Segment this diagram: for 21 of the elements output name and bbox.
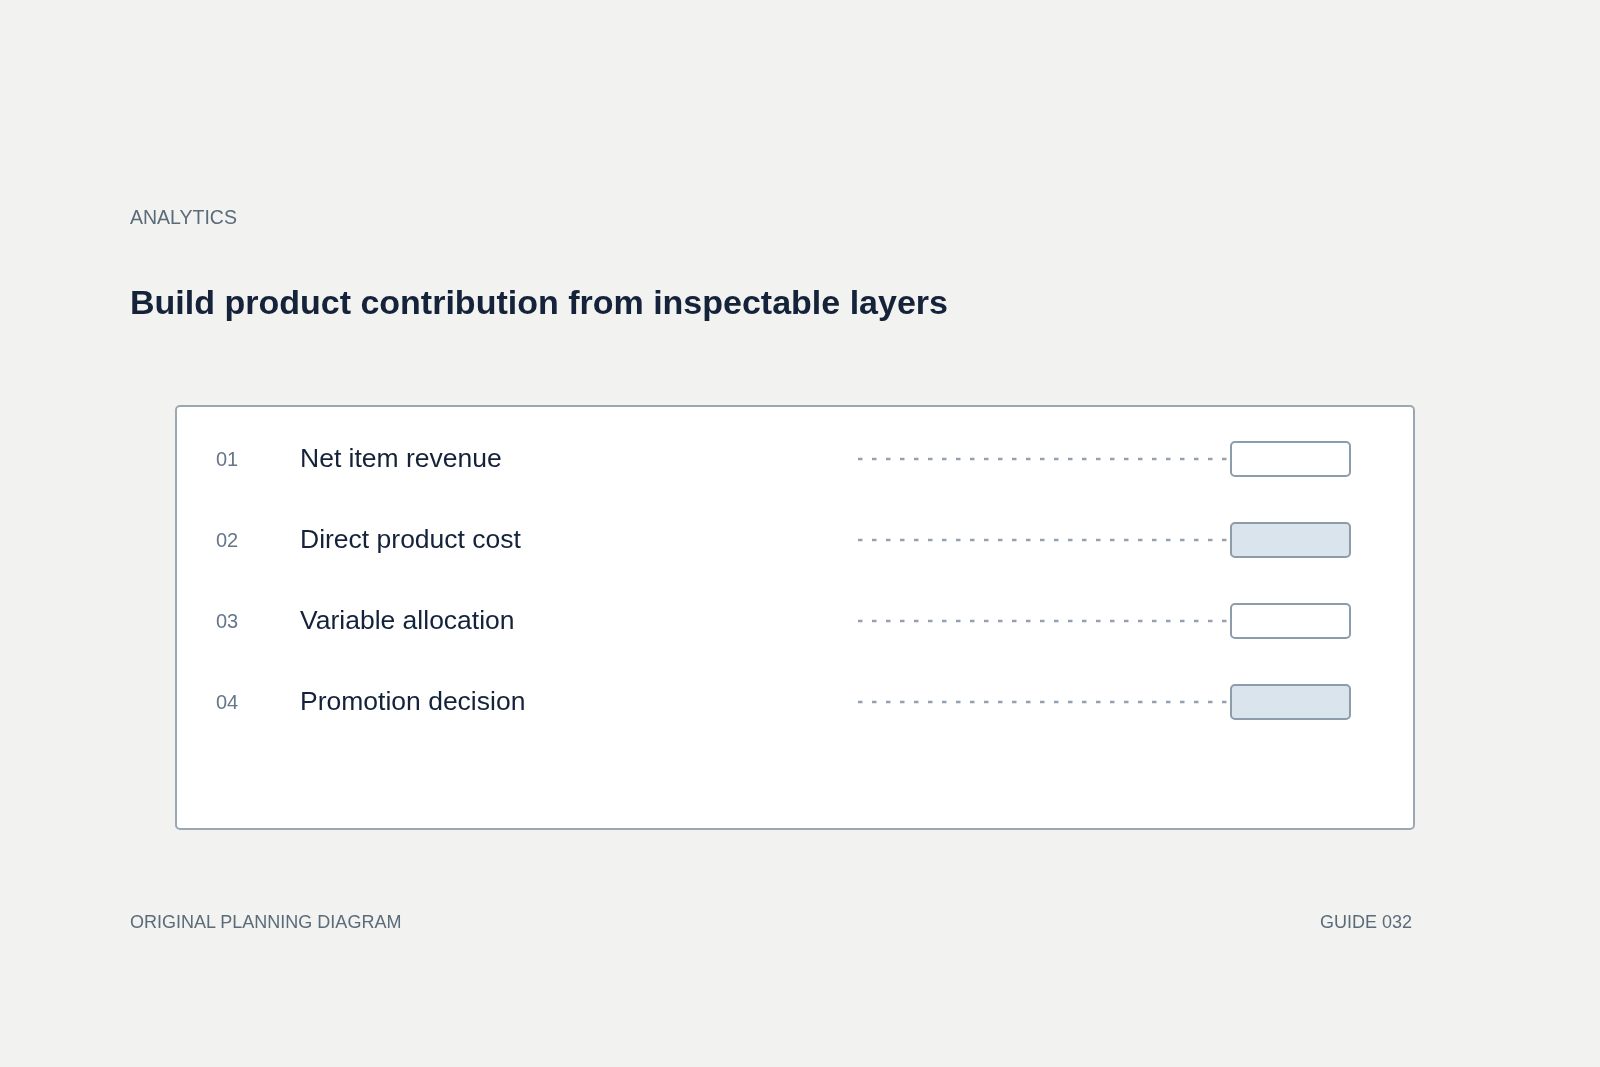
value-box (1230, 441, 1351, 477)
step-label: Net item revenue (300, 443, 502, 475)
step-label: Promotion decision (300, 686, 526, 718)
step-label: Direct product cost (300, 524, 521, 556)
guide-number: GUIDE 032 (1319, 912, 1412, 934)
step-number: 01 (216, 447, 239, 471)
step-label: Variable allocation (300, 605, 515, 637)
value-box (1230, 603, 1351, 639)
section-label: ANALYTICS (130, 206, 237, 230)
step-number: 04 (216, 690, 239, 714)
title: Build product contribution from inspectable layers (130, 282, 948, 323)
dotted-leader-line (858, 538, 1230, 542)
step-number: 02 (216, 528, 239, 552)
dotted-leader-line (858, 700, 1230, 704)
value-box (1230, 684, 1351, 720)
value-box (1230, 522, 1351, 558)
dotted-leader-line (858, 619, 1230, 623)
dotted-leader-line (858, 457, 1230, 461)
step-number: 03 (216, 609, 239, 633)
footer-note: ORIGINAL PLANNING DIAGRAM (130, 912, 402, 934)
panel-card (175, 405, 1415, 830)
